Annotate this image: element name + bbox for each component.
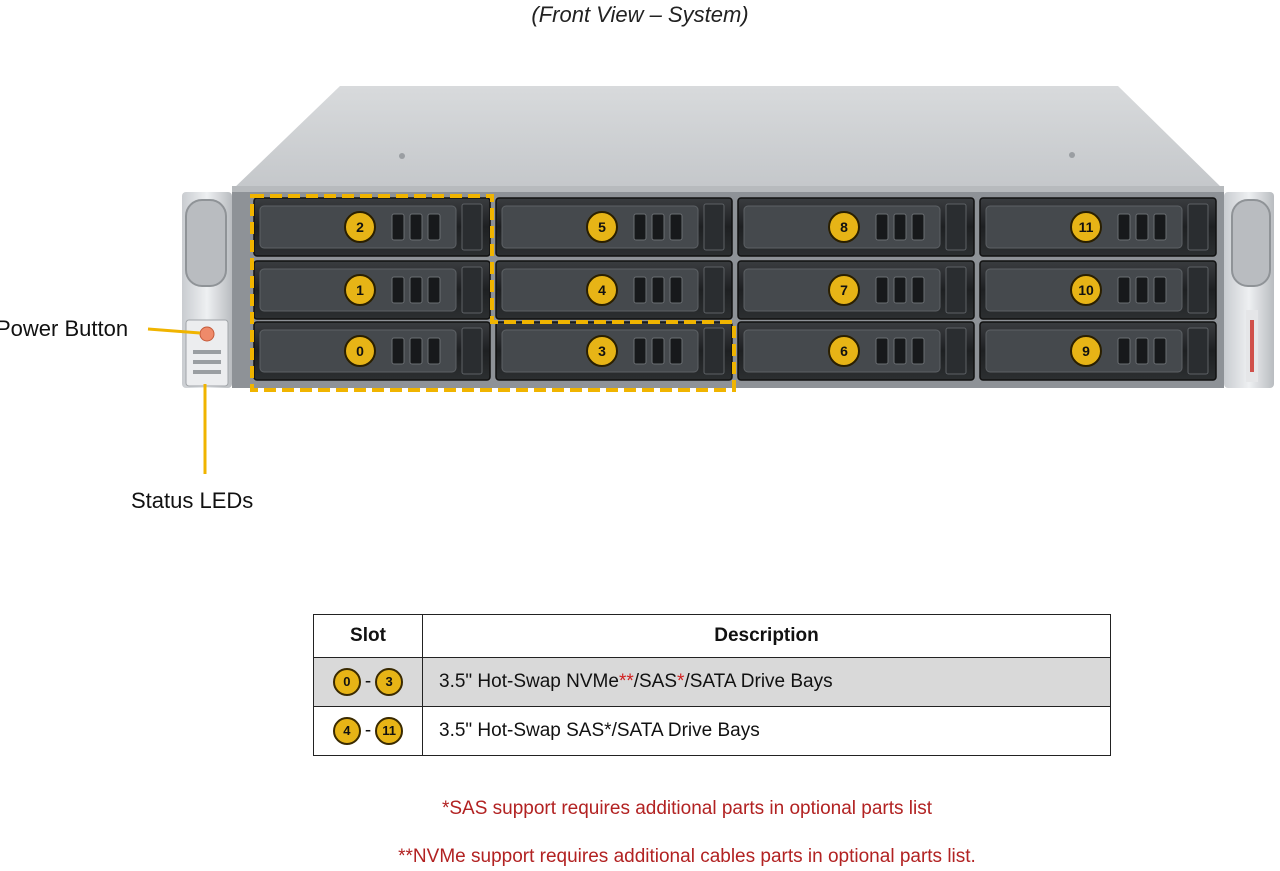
drive-bay-9: 9 [979,321,1217,381]
table-row: 0-3 3.5" Hot-Swap NVMe**/SAS*/SATA Drive… [313,657,1111,707]
slot-header: Slot [313,614,423,658]
drive-bay-7: 7 [737,260,975,320]
drive-bay-1: 1 [253,260,491,320]
bay-number-badge [828,211,860,243]
power-button-icon [199,326,215,342]
bay-number-badge [586,335,618,367]
chassis-front-lip [232,186,1224,194]
slot-badge: 4 [332,717,361,745]
footnote-mark: * [677,671,685,692]
bay-number-badge [1070,211,1102,243]
desc-text: 3.5" Hot-Swap NVMe [439,671,619,692]
bay-number-label: 9 [1082,343,1090,359]
nvme-highlight-outline [250,194,736,392]
drive-bay-3: 3 [495,321,733,381]
drive-bay-4: 4 [495,260,733,320]
bay-number-badge [1070,274,1102,306]
bay-number-label: 5 [598,219,606,235]
description-header: Description [422,614,1111,658]
power-button-label: Power Button [0,316,129,341]
row-description: 3.5" Hot-Swap SAS*/SATA Drive Bays [422,706,1111,756]
drive-bay-11: 11 [979,197,1217,257]
slot-badge: 11 [375,717,404,745]
bay-number-badge [828,335,860,367]
bay-number-label: 8 [840,219,848,235]
desc-text: 3.5" Hot-Swap SAS [439,720,605,741]
footnote-mark: ** [618,671,634,692]
bay-number-badge [1070,335,1102,367]
bay-number-label: 10 [1078,282,1094,298]
nvme-footnote: **NVMe support requires additional cable… [398,846,976,867]
slot-badge: 0 [332,668,361,696]
bay-number-label: 0 [356,343,364,359]
bay-number-badge [586,274,618,306]
bay-number-label: 3 [598,343,606,359]
status-leds-label: Status LEDs [131,488,254,513]
bay-number-badge [344,211,376,243]
bay-number-badge [828,274,860,306]
desc-text: /SATA Drive Bays [611,720,760,741]
footnote-mark: * [604,720,612,741]
slot-table: Slot Description 0-3 3.5" Hot-Swap NVMe*… [313,614,1111,756]
bay-number-label: 11 [1079,219,1094,235]
drive-bay-8: 8 [737,197,975,257]
bay-number-badge [344,335,376,367]
chassis-top [232,86,1224,190]
slot-badge: 3 [375,668,404,696]
table-row: 4-11 3.5" Hot-Swap SAS*/SATA Drive Bays [313,706,1111,756]
bay-number-label: 7 [840,282,848,298]
range-separator: - [364,671,372,692]
figure-caption: (Front View – System) [531,2,749,27]
row-description: 3.5" Hot-Swap NVMe**/SAS*/SATA Drive Bay… [422,657,1111,707]
bay-number-label: 6 [840,343,848,359]
sas-footnote: *SAS support requires additional parts i… [441,798,933,819]
range-separator: - [364,720,372,741]
desc-text: /SAS [633,671,678,692]
drive-bay-2: 2 [253,197,491,257]
drive-bay-5: 5 [495,197,733,257]
drive-bay-10: 10 [979,260,1217,320]
bay-number-badge [586,211,618,243]
power-button-leader [147,327,201,335]
slot-range: 0-3 [313,657,423,707]
drive-bay-0: 0 [253,321,491,381]
bay-number-label: 1 [356,282,364,298]
bay-number-label: 4 [598,282,606,298]
slot-range: 4-11 [313,706,423,756]
bay-number-label: 2 [356,219,364,235]
drive-bay-6: 6 [737,321,975,381]
bay-number-badge [344,274,376,306]
desc-text: /SATA Drive Bays [684,671,833,692]
